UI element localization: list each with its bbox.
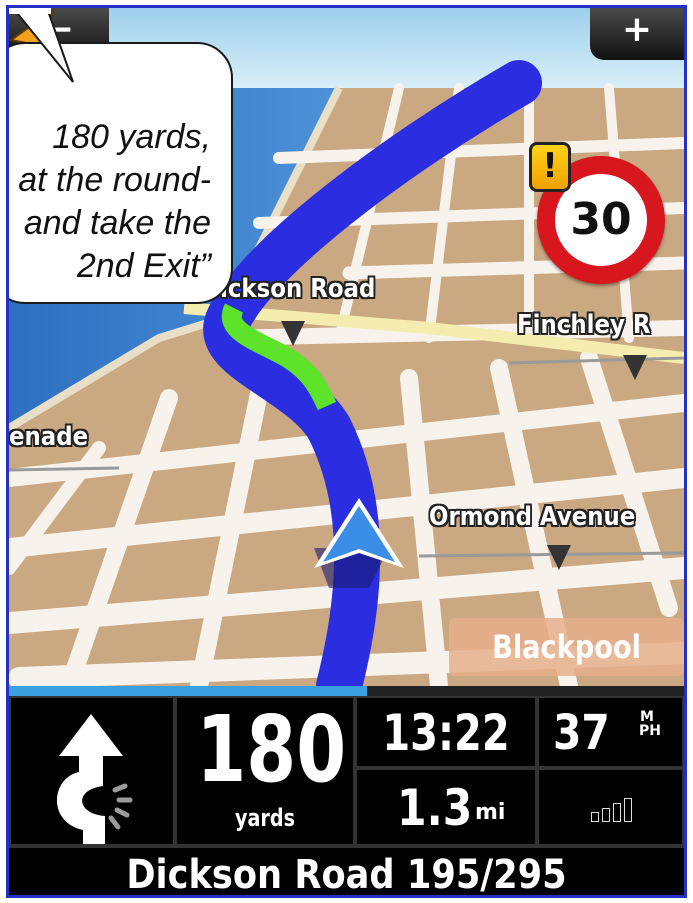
remaining-distance-unit: mi <box>475 800 506 825</box>
gps-signal-cell <box>537 768 684 846</box>
map-label-promenade: enade <box>9 422 89 452</box>
instruction-line: and take the <box>23 204 211 242</box>
arrival-time: 13:22 <box>382 704 510 762</box>
instruction-text: 180 yards, at the round- and take the 2n… <box>9 116 221 288</box>
gps-signal-icon <box>591 798 632 822</box>
zoom-in-button[interactable]: + <box>590 8 684 60</box>
speed-limit-value: 30 <box>555 174 647 266</box>
route-progress-fill <box>9 686 367 696</box>
street-info-bar[interactable]: Dickson Road 195/295 <box>9 846 684 898</box>
map-label-finchley-road: Finchley R <box>517 310 651 340</box>
next-turn-segment <box>221 303 337 411</box>
roundabout-second-exit-icon <box>57 714 133 844</box>
current-street-name: Dickson Road 195/295 <box>126 852 567 898</box>
road-line <box>9 466 120 472</box>
signal-bar <box>591 812 599 822</box>
poi-marker <box>281 321 305 346</box>
warning-icon: ! <box>529 142 571 192</box>
road-line <box>418 551 684 558</box>
current-speed-cell[interactable]: 37 M PH <box>537 696 684 768</box>
distance-value: 180 <box>196 696 347 803</box>
instruction-line: 2nd Exit” <box>76 247 211 285</box>
instruction-line: 180 yards, <box>52 118 211 156</box>
current-speed-value: 37 <box>553 705 610 761</box>
arrival-time-cell[interactable]: 13:22 <box>355 696 537 768</box>
poi-marker <box>623 355 647 380</box>
speed-unit-bottom: PH <box>639 723 661 739</box>
speed-unit: M PH <box>639 709 661 739</box>
turn-instruction-cell[interactable] <box>9 696 175 846</box>
remaining-distance-cell[interactable]: 1.3 mi <box>355 768 537 846</box>
speed-unit-top: M <box>640 709 654 725</box>
instruction-line: at the round- <box>18 161 211 199</box>
remaining-distance-value: 1.3 <box>397 779 473 837</box>
bubble-tail <box>9 8 74 83</box>
voice-instruction-bubble: 180 yards, at the round- and take the 2n… <box>9 42 233 304</box>
route-progress-bar <box>9 686 684 696</box>
road-line <box>508 356 684 365</box>
map-view[interactable]: Dickson Road Finchley R enade Ormond Ave… <box>9 8 684 686</box>
distance-unit: yards <box>234 804 296 832</box>
navigation-screen: Dickson Road Finchley R enade Ormond Ave… <box>6 5 687 898</box>
vehicle-position-icon <box>314 498 404 568</box>
signal-bar <box>613 803 621 822</box>
map-canvas <box>9 8 684 686</box>
location-name: Blackpool <box>492 628 641 666</box>
info-panel: 180 yards 13:22 37 M PH 1.3 mi <box>9 696 684 846</box>
location-badge: Blackpool <box>449 618 684 676</box>
signal-bar <box>602 808 610 822</box>
signal-bar <box>624 798 632 822</box>
poi-marker <box>547 545 571 570</box>
distance-to-turn-cell: 180 yards <box>175 696 355 846</box>
main-road <box>183 302 684 364</box>
map-label-ormond-avenue: Ormond Avenue <box>429 502 636 532</box>
coastline <box>9 86 343 432</box>
